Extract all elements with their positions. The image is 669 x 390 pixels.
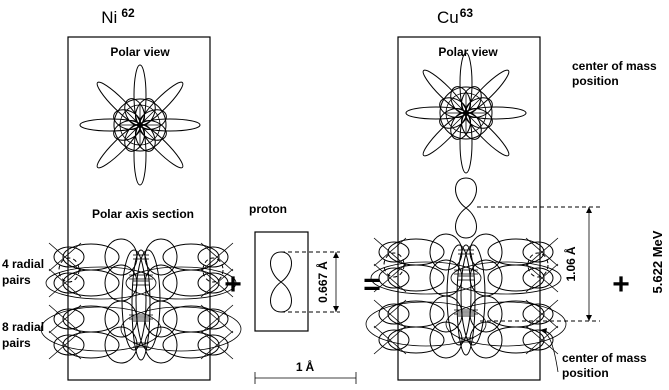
proton-size-value: 0.667: [316, 272, 330, 302]
ni-polar-view: [80, 65, 200, 185]
proton-dim-arrow-top: [333, 252, 339, 258]
cu-polar-view: [406, 53, 526, 173]
proton-size-unit: Å: [315, 261, 330, 270]
scale-bar-unit: Å: [306, 359, 315, 374]
eight-radial-pairs-label: 8 radial pairs: [2, 320, 44, 350]
cu-title-mass: 63: [460, 6, 474, 20]
four-radial-pairs-label: 4 radial pairs: [2, 257, 44, 287]
proton-size-label: 0.667 Å: [315, 261, 330, 303]
cu-axis-section: [366, 234, 566, 358]
center-bottom-line1: center of mass: [562, 351, 647, 365]
proton-orbital: [270, 251, 292, 313]
center-bottom-line2: position: [562, 366, 609, 380]
cu-dim-arrow-bottom: [586, 315, 592, 321]
cu-title-base: Cu: [437, 8, 459, 27]
ni-axis-section: [41, 239, 241, 363]
scale-bar-value: 1: [296, 360, 303, 374]
center-of-mass-pointer-head: [540, 328, 547, 334]
cu-extent-label: 1.06 Å: [563, 246, 578, 281]
four-radial-line2: pairs: [2, 273, 31, 287]
proton-label: proton: [249, 202, 287, 216]
ni-polar-view-label: Polar view: [110, 45, 170, 59]
cu-title: Cu63: [437, 6, 473, 27]
cu-panel: [397, 36, 541, 381]
proton-dim-arrow-bottom: [333, 306, 339, 312]
ni-title-mass: 62: [121, 6, 135, 20]
cu-extent-value: 1.06: [564, 258, 578, 282]
center-top-line2: position: [572, 74, 619, 88]
eight-radial-line1: 8 radial: [2, 320, 44, 334]
cu-axial-proton-orbital: [455, 177, 477, 239]
proton-box: [254, 231, 309, 332]
energy-label: 5.622 MeV: [650, 230, 665, 293]
ni-panel: [67, 36, 211, 381]
cu-dim-arrow-top: [586, 207, 592, 213]
ni-polar-axis-section-label: Polar axis section: [92, 207, 194, 221]
four-radial-line1: 4 radial: [2, 257, 44, 271]
cu-extent-unit: Å: [563, 246, 578, 255]
plus-operator-1: +: [224, 268, 242, 301]
ni-title: Ni 62: [101, 6, 135, 27]
cu-polar-view-label: Polar view: [438, 45, 498, 59]
ni-title-base: Ni: [101, 8, 117, 27]
eight-radial-line2: pairs: [2, 336, 31, 350]
equals-operator: =: [363, 268, 381, 301]
plus-operator-2: +: [612, 268, 630, 301]
center-top-line1: center of mass: [572, 59, 657, 73]
